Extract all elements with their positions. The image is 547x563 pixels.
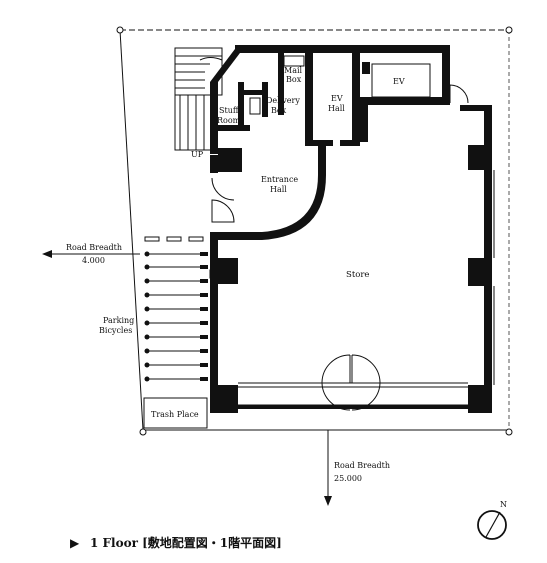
doors [211,84,469,411]
bicycle-slot-2 [144,264,208,270]
label-stuff-room-2: Room [217,116,241,125]
bicycle-slot-10 [144,376,208,382]
site-boundary [116,26,513,436]
staircase [174,47,223,151]
bicycle-slot-1 [144,251,208,257]
elevator [362,62,431,98]
caption-title: 1 Floor [敷地配置図・1階平面図] [90,535,282,550]
bicycle-racks [144,236,208,382]
bicycle-slot-9 [144,362,208,368]
label-ev: EV [393,77,405,86]
bicycle-slot-7 [144,334,208,340]
caption-marker: ▶ [70,536,80,550]
label-stuff-room-1: Stuff [219,106,240,115]
building-walls [210,45,492,413]
road-arrow-south [324,430,332,506]
road-west-value: 4.000 [82,256,105,265]
label-ev-hall-2: Hall [328,104,345,113]
road-arrow-west [42,250,140,258]
label-ev-hall-1: EV [331,94,343,103]
bicycle-slot-8 [144,348,208,354]
label-up: UP [191,150,204,159]
trash-place-box [143,397,208,429]
road-south-label: Road Breadth [334,461,390,470]
label-mail-box-1: Mail [284,66,303,75]
road-west-label: Road Breadth [66,243,122,252]
label-mail-box-2: Box [286,75,302,84]
road-south-value: 25.000 [334,474,362,483]
glazing [238,170,495,406]
label-parking-bicycles-2: Bicycles [99,326,132,335]
label-delivery-box-1: Delivery [266,96,300,105]
label-entrance-hall-2: Hall [270,185,287,194]
bicycle-slot-4 [144,292,208,298]
label-parking-bicycles-1: Parking [103,316,134,325]
bicycle-slot-5 [144,306,208,312]
label-trash-place: Trash Place [151,410,199,419]
label-entrance-hall-1: Entrance [261,175,298,184]
north-label: N [500,500,507,509]
bicycle-slot-6 [144,320,208,326]
bicycle-slot-3 [144,278,208,284]
label-store: Store [346,270,369,280]
label-delivery-box-2: Box [271,106,287,115]
north-compass-icon: N [477,500,507,540]
